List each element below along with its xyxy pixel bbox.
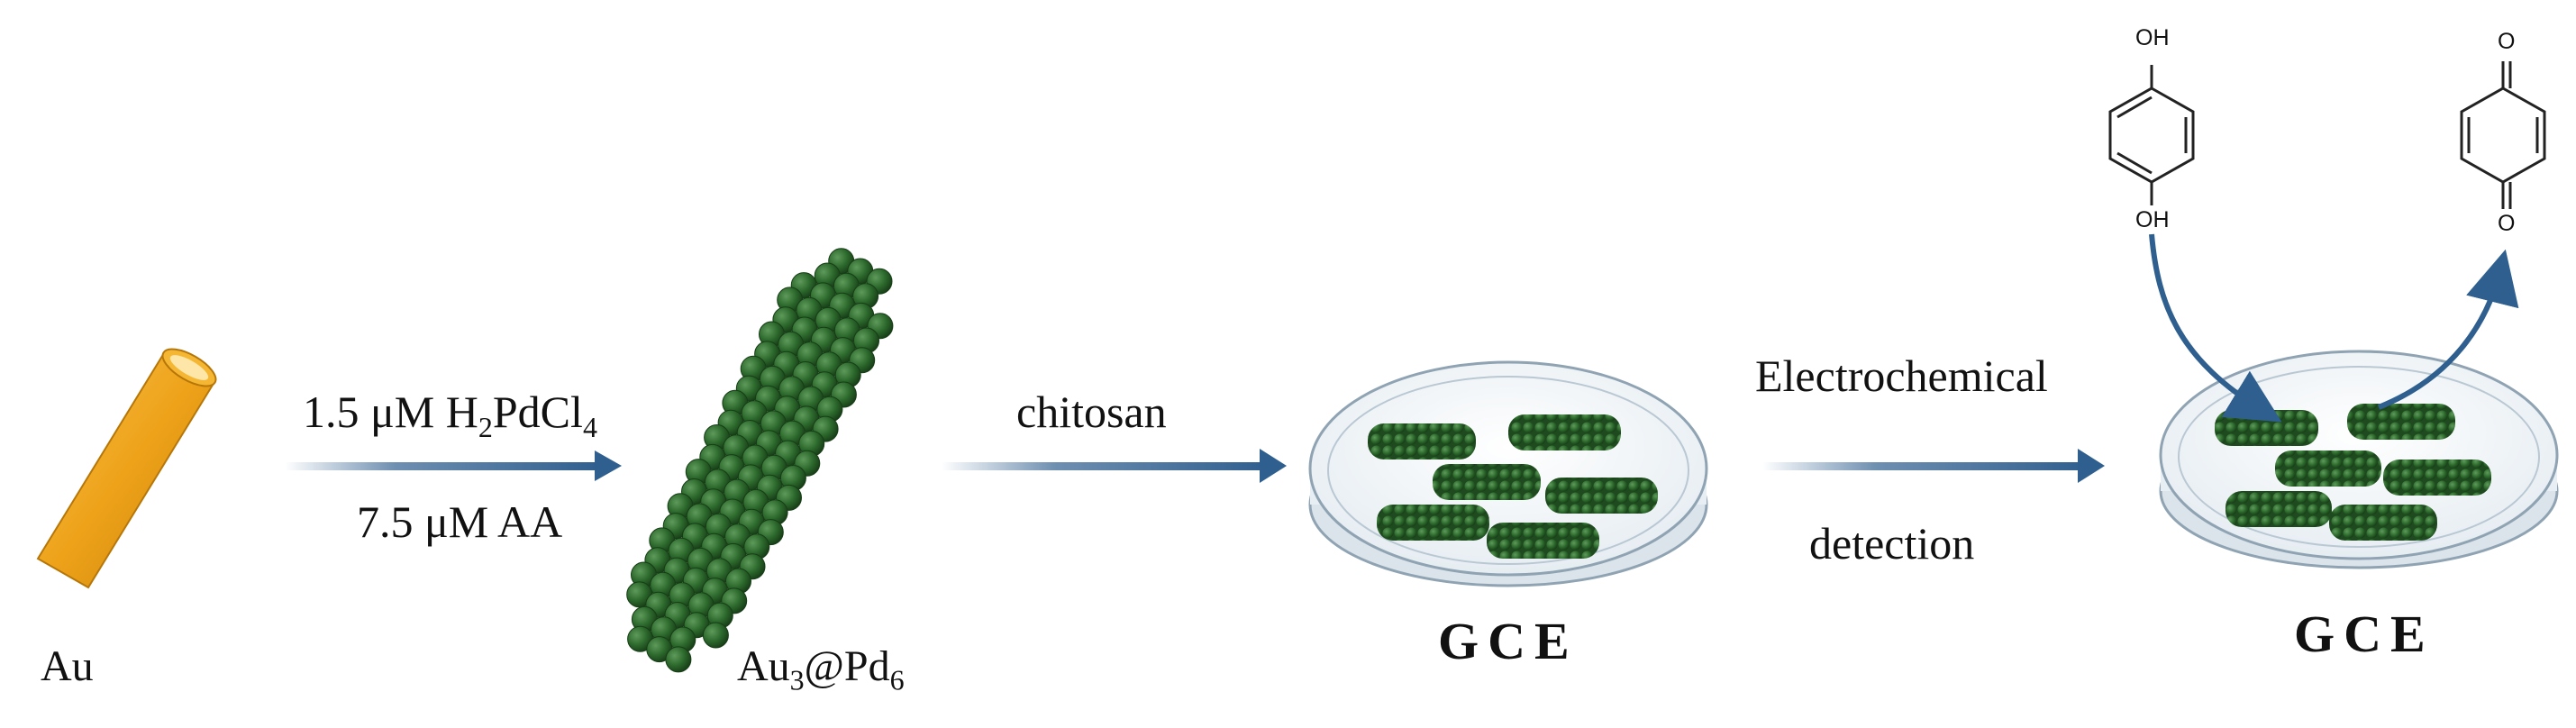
step3-condition-top: Electrochemical	[1755, 350, 2048, 401]
gce-label-1: GCE	[1438, 612, 1579, 670]
au-label: Au	[41, 642, 94, 690]
arrow-step2	[942, 449, 1287, 483]
quinone-structure	[2460, 61, 2546, 209]
step3-condition-bottom: detection	[1809, 518, 1975, 569]
arrow-step1	[285, 450, 622, 481]
pd-cluster	[2215, 404, 2491, 541]
gce-dish-1	[1308, 360, 1708, 587]
aupd-core-shell-nanostructure	[626, 248, 894, 673]
au-nanorod	[36, 348, 217, 589]
step1-condition-top: 1.5 μM H2PdCl4	[303, 387, 597, 443]
hydroquinone-structure	[2108, 65, 2195, 205]
step2-condition: chitosan	[1016, 387, 1167, 437]
gce-label-2: GCE	[2294, 605, 2435, 663]
curve-arrow-out	[2377, 249, 2519, 410]
curve-arrow-in	[2149, 233, 2282, 423]
quinone-top-group: O	[2498, 29, 2516, 54]
quinone-bottom-group: O	[2498, 211, 2516, 236]
gce-dish-2	[2159, 350, 2559, 569]
pd-cluster	[1368, 414, 1658, 559]
arrow-step3	[1762, 449, 2105, 483]
pd-sphere	[665, 646, 692, 673]
step1-condition-bottom: 7.5 μM AA	[357, 496, 563, 547]
aupd-label: Au3@Pd6	[737, 642, 905, 696]
pd-sphere	[702, 622, 729, 649]
hydroquinone-bottom-group: OH	[2135, 207, 2170, 232]
hydroquinone-top-group: OH	[2135, 25, 2170, 50]
